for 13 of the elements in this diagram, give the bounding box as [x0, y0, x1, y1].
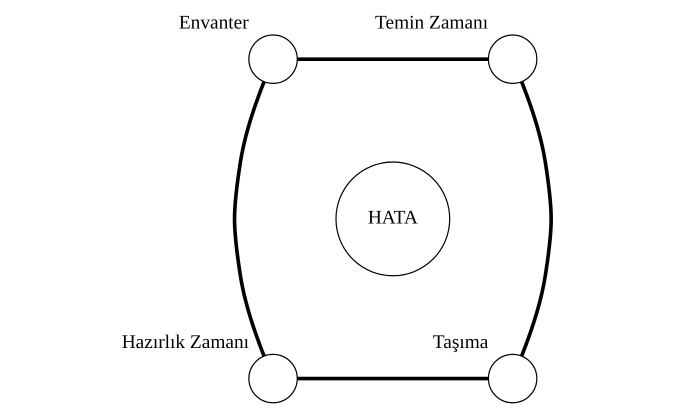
node-label: Hazırlık Zamanı	[122, 332, 250, 354]
node-label: Envanter	[178, 12, 249, 34]
connector	[297, 57, 488, 61]
connector	[232, 81, 266, 357]
node-label: Temin Zamanı	[375, 12, 488, 34]
node-label: Taşıma	[432, 332, 488, 354]
connector	[520, 81, 553, 357]
node-circle	[248, 354, 298, 404]
node-circle: HATA	[335, 161, 450, 276]
node-circle	[488, 34, 538, 84]
connector	[297, 376, 488, 380]
node-circle	[248, 34, 298, 84]
node-circle	[488, 354, 538, 404]
